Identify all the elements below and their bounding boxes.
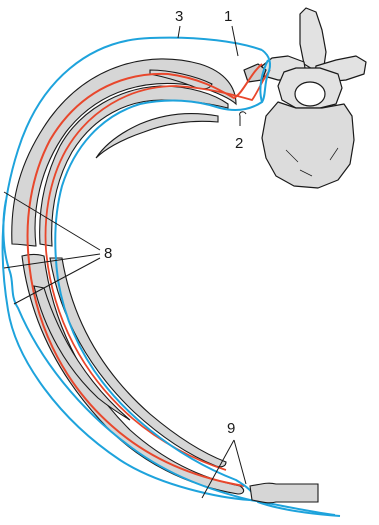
label-1: 1	[224, 8, 232, 25]
rib-inner-long	[34, 286, 130, 420]
label-2: 2	[235, 135, 243, 152]
ribs	[12, 59, 244, 494]
vertebral-foramen	[295, 82, 325, 106]
label-9: 9	[227, 420, 235, 437]
spinous-process	[300, 8, 326, 70]
label-8: 8	[104, 245, 112, 262]
label-3: 3	[175, 8, 183, 25]
leader-9b	[234, 440, 246, 484]
sternum	[250, 483, 318, 503]
leader-2	[240, 112, 246, 126]
leader-1	[232, 26, 238, 56]
rib-inner	[96, 114, 218, 158]
skin-line	[3, 200, 250, 500]
intercostal-nerve-inner-line	[46, 70, 270, 470]
leader-3	[178, 26, 180, 38]
vertebral-body	[262, 102, 354, 188]
vertebra	[244, 8, 366, 188]
